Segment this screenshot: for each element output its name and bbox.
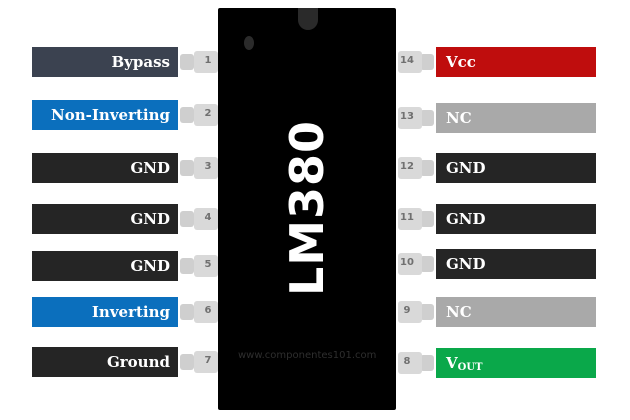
pin11-label: GND xyxy=(436,204,596,234)
pin10-pad xyxy=(398,253,422,275)
pin13-label: NC xyxy=(436,103,596,133)
pin13-lead xyxy=(420,110,434,126)
pin14-pad xyxy=(398,51,422,73)
pin11-pad xyxy=(398,208,422,230)
pin5-pad xyxy=(194,255,218,277)
pin14-number: 14 xyxy=(400,55,414,66)
pin1-label: Bypass xyxy=(32,47,178,77)
pin10-lead xyxy=(420,256,434,272)
pin3-label: GND xyxy=(32,153,178,183)
pin12-number: 12 xyxy=(400,161,414,172)
pin5-label: GND xyxy=(32,251,178,281)
pin11-lead xyxy=(420,211,434,227)
pin9-label: NC xyxy=(436,297,596,327)
pin1-indicator-dot xyxy=(244,36,254,50)
pin2-number: 2 xyxy=(204,108,212,119)
pin1-lead xyxy=(180,54,194,70)
pin2-label: Non-Inverting xyxy=(32,100,178,130)
pin8-label-sub: OUT xyxy=(457,361,483,373)
pin4-lead xyxy=(180,211,194,227)
pin6-number: 6 xyxy=(204,305,212,316)
pin11-number: 11 xyxy=(400,212,414,223)
pin5-lead xyxy=(180,258,194,274)
pin3-number: 3 xyxy=(204,161,212,172)
pin7-lead xyxy=(180,354,194,370)
pin8-pad xyxy=(398,352,422,374)
pin3-pad xyxy=(194,157,218,179)
pin12-label: GND xyxy=(436,153,596,183)
pin1-pad xyxy=(194,51,218,73)
pin14-lead xyxy=(420,54,434,70)
pin10-number: 10 xyxy=(400,257,414,268)
pin4-pad xyxy=(194,208,218,230)
pin6-lead xyxy=(180,304,194,320)
pin8-number: 8 xyxy=(403,356,411,367)
pin6-label: Inverting xyxy=(32,297,178,327)
pin4-number: 4 xyxy=(204,212,212,223)
pin10-label: GND xyxy=(436,249,596,279)
pin2-lead xyxy=(180,107,194,123)
pin1-number: 1 xyxy=(204,55,212,66)
pin7-number: 7 xyxy=(204,355,212,366)
pin8-lead xyxy=(420,355,434,371)
pin14-label: Vcc xyxy=(436,47,596,77)
pin9-number: 9 xyxy=(403,305,411,316)
chip-name: LM380 xyxy=(280,119,334,297)
chip-notch xyxy=(298,8,318,30)
pin12-lead xyxy=(420,160,434,176)
pin2-pad xyxy=(194,104,218,126)
pin4-label: GND xyxy=(32,204,178,234)
pin6-pad xyxy=(194,301,218,323)
pin9-lead xyxy=(420,304,434,320)
pin8-label-main: V xyxy=(446,354,458,372)
watermark-text: www.componentes101.com xyxy=(238,350,377,361)
pin12-pad xyxy=(398,157,422,179)
pin3-lead xyxy=(180,160,194,176)
pin13-number: 13 xyxy=(400,111,414,122)
pin9-pad xyxy=(398,301,422,323)
pin7-label: Ground xyxy=(32,347,178,377)
pin7-pad xyxy=(194,351,218,373)
pin5-number: 5 xyxy=(204,259,212,270)
pin13-pad xyxy=(398,107,422,129)
ic-chip-body: LM380 www.componentes101.com xyxy=(218,8,396,410)
